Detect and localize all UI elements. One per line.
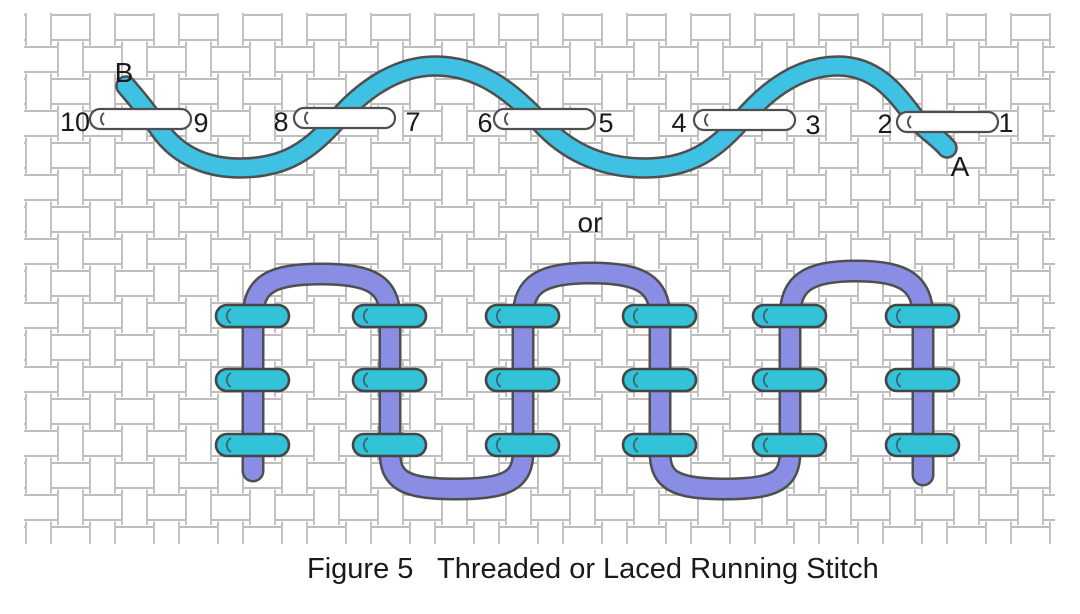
point-label-a: A xyxy=(951,151,970,182)
running-stitch-bar-10-9 xyxy=(88,107,193,131)
figure-caption-number: Figure 5 xyxy=(307,553,413,585)
stitch-number-7: 7 xyxy=(405,107,420,137)
stitch-number-8: 8 xyxy=(273,107,288,137)
stitch-number-5: 5 xyxy=(598,108,613,138)
lacing-thread-bottom xyxy=(241,259,935,501)
bottom-laced-diagram xyxy=(214,259,961,501)
laced-stitch-bar xyxy=(484,367,561,393)
running-stitch-bar-6-5 xyxy=(492,107,597,131)
laced-stitch-bar xyxy=(621,367,698,393)
point-label-b: B xyxy=(115,57,134,88)
laced-stitch-bar xyxy=(751,367,828,393)
laced-stitch-bar xyxy=(751,432,828,458)
or-label: or xyxy=(578,207,603,238)
laced-stitch-bar xyxy=(351,303,428,329)
laced-stitch-bar xyxy=(884,432,961,458)
laced-stitch-bar xyxy=(884,303,961,329)
running-stitch-bar-2-1 xyxy=(895,110,1000,134)
figure-caption: Figure 5 Threaded or Laced Running Stitc… xyxy=(307,553,879,585)
stitch-number-2: 2 xyxy=(877,109,892,139)
laced-stitch-bar xyxy=(884,367,961,393)
stitch-number-9: 9 xyxy=(193,108,208,138)
laced-stitch-bar xyxy=(214,432,291,458)
laced-stitch-bar xyxy=(214,367,291,393)
running-stitch-bar-4-3 xyxy=(692,108,797,132)
laced-stitch-bar xyxy=(351,432,428,458)
laced-stitch-bar xyxy=(484,303,561,329)
stitch-number-4: 4 xyxy=(671,108,686,138)
laced-stitch-bar xyxy=(751,303,828,329)
running-stitch-bar-8-7 xyxy=(292,106,397,130)
laced-stitch-bar xyxy=(621,303,698,329)
stitch-number-1: 1 xyxy=(998,108,1013,138)
laced-stitch-bar xyxy=(351,367,428,393)
stitch-number-10: 10 xyxy=(60,107,90,137)
stitch-number-3: 3 xyxy=(805,110,820,140)
stitch-number-labels: 10 9 8 7 6 5 4 3 2 1 xyxy=(60,107,1014,140)
laced-stitch-bar xyxy=(484,432,561,458)
laced-stitch-bar xyxy=(621,432,698,458)
stitch-number-6: 6 xyxy=(477,108,492,138)
figure-caption-title: Threaded or Laced Running Stitch xyxy=(437,553,879,585)
laced-stitch-bar xyxy=(214,303,291,329)
top-threaded-diagram: 10 9 8 7 6 5 4 3 2 1 B A xyxy=(60,55,1014,182)
